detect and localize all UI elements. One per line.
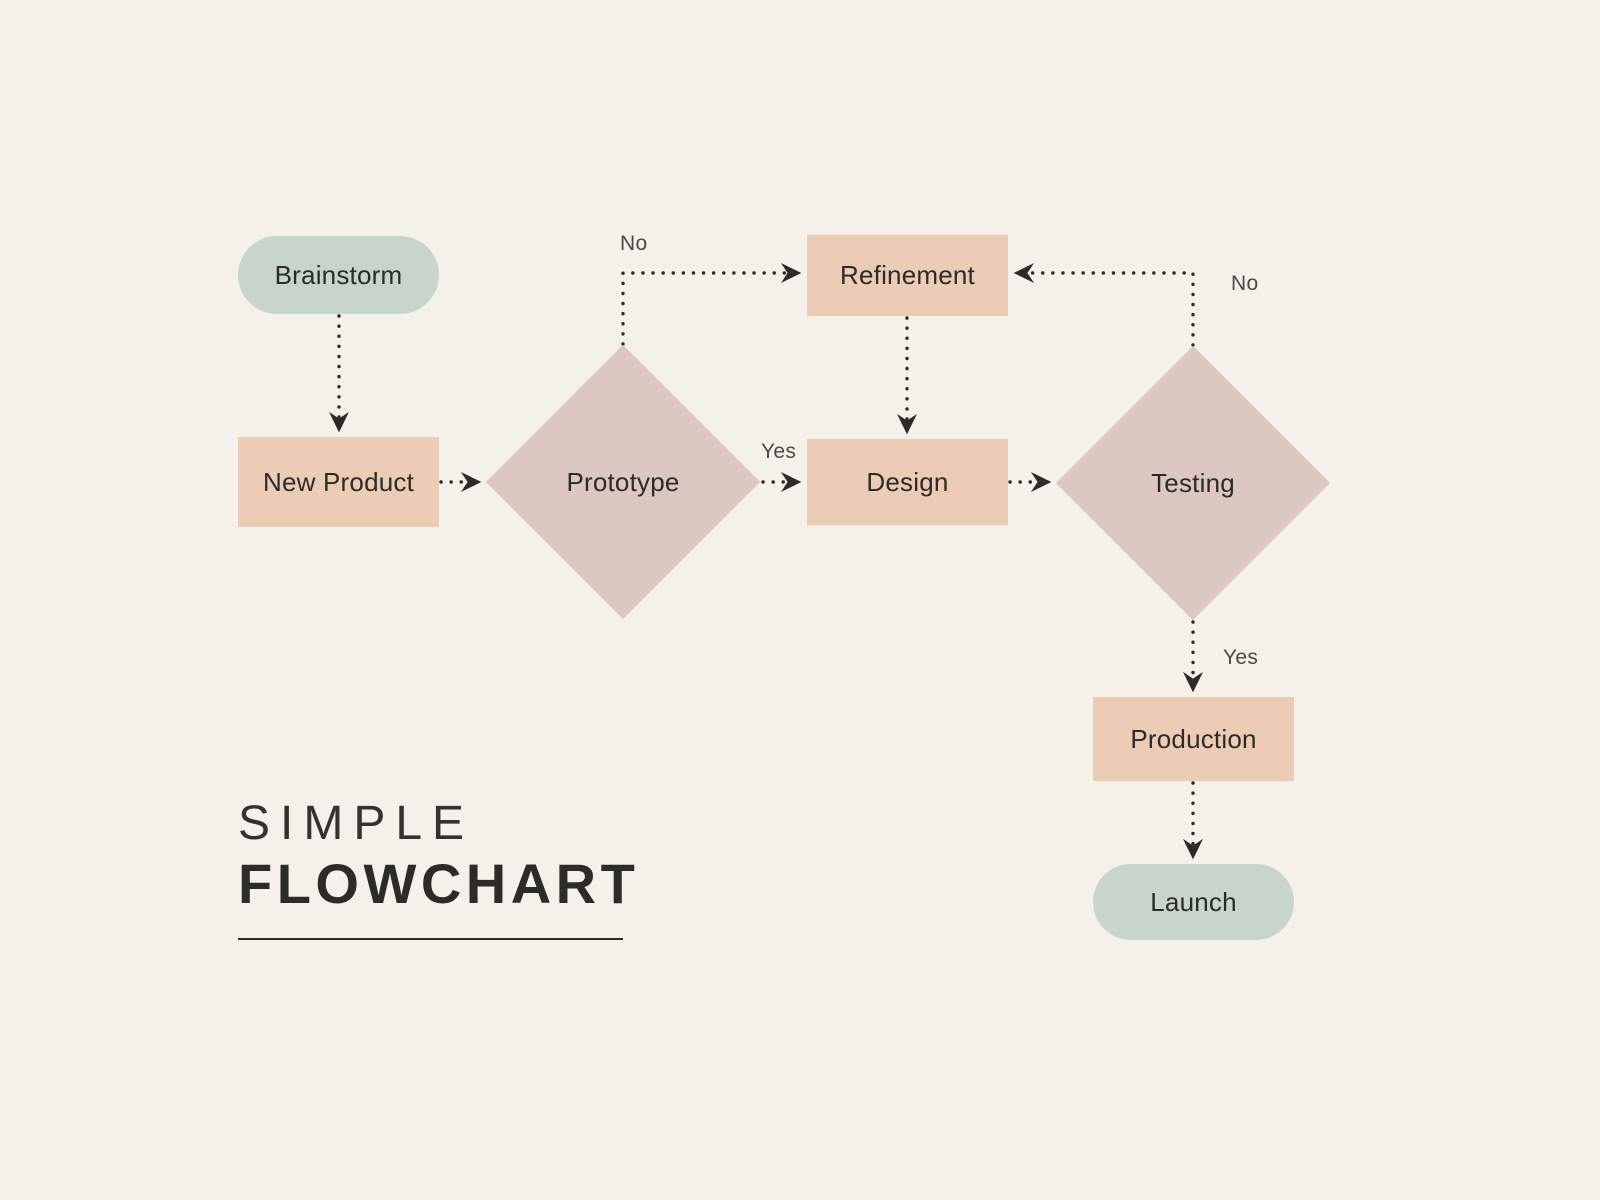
title-line-flowchart: FLOWCHART [238,852,640,915]
edge-prototype-no-to-refinement [621,263,802,346]
edge-testing-no-to-refinement [1013,263,1195,347]
node-prototype-label: Prototype [566,466,680,497]
title-block: SIMPLE FLOWCHART [238,800,758,940]
node-design[interactable]: Design [807,439,1008,525]
node-launch-label: Launch [1150,886,1237,917]
node-refinement[interactable]: Refinement [807,235,1008,316]
node-production-label: Production [1130,723,1257,754]
node-production[interactable]: Production [1093,697,1294,781]
node-new-product[interactable]: New Product [238,437,439,527]
edge-label-prototype-no: No [620,232,648,255]
node-testing[interactable]: Testing [1055,345,1331,621]
node-brainstorm-label: Brainstorm [274,259,403,290]
edge-label-prototype-yes: Yes [761,440,797,463]
title-underline-rule [238,938,623,940]
node-new-product-label: New Product [262,466,415,497]
node-launch[interactable]: Launch [1093,864,1294,940]
node-prototype[interactable]: Prototype [485,344,761,620]
node-design-label: Design [866,466,949,497]
edge-label-testing-yes: Yes [1223,646,1259,669]
node-testing-label: Testing [1151,467,1235,498]
title-line-simple: SIMPLE [238,797,475,850]
node-refinement-label: Refinement [840,260,975,291]
node-brainstorm[interactable]: Brainstorm [238,236,439,314]
edge-label-testing-no: No [1231,272,1259,295]
